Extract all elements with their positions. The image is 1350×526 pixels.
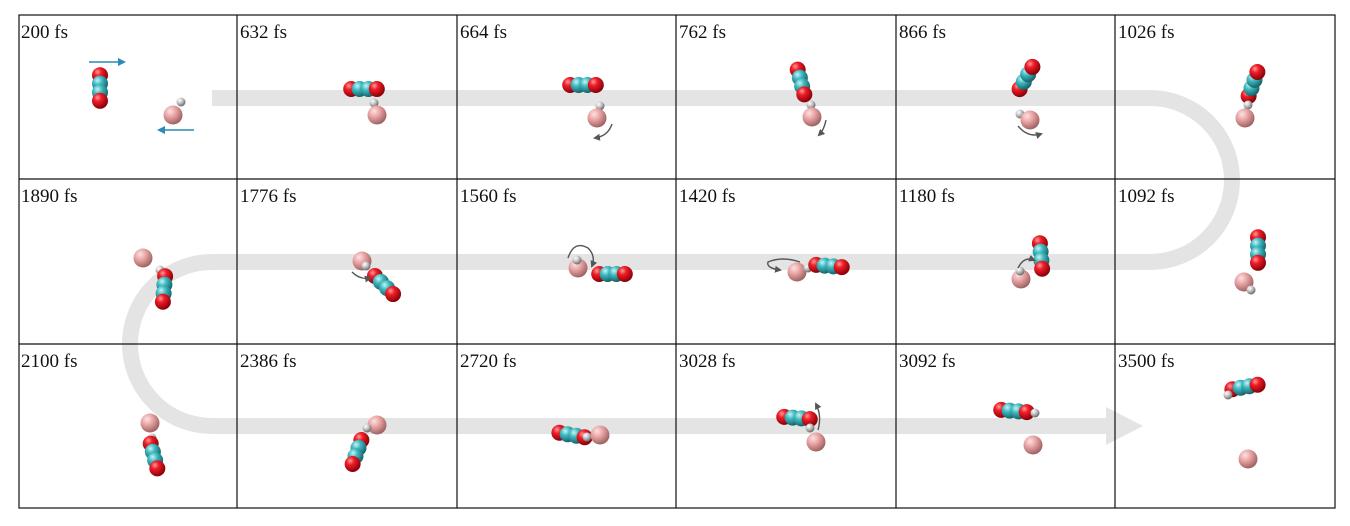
oxygen-atom	[1250, 254, 1266, 271]
pink-atom	[133, 248, 153, 268]
time-label-r3c2: 2386 fs	[240, 351, 297, 372]
time-label-r3c6: 3500 fs	[1118, 351, 1175, 372]
pink-atom	[568, 258, 588, 278]
oxygen-atom	[833, 259, 850, 276]
p1890-molecule	[133, 248, 174, 310]
p2100-molecule	[140, 413, 166, 477]
time-label-r2c1: 1890 fs	[21, 186, 78, 207]
hydrogen-atom	[361, 261, 371, 271]
pink-atom	[802, 107, 822, 127]
oxygen-atom	[368, 81, 385, 97]
molecule-layer	[92, 58, 1266, 477]
motion-arrow-layer	[89, 58, 1043, 431]
hydrogen-atom	[1015, 266, 1025, 276]
time-label-r1c6: 1026 fs	[1118, 22, 1175, 43]
p200-molecule	[92, 67, 186, 125]
time-label-r3c1: 2100 fs	[21, 351, 78, 372]
p1026-molecule	[1235, 63, 1266, 128]
rotation-arrow-762	[817, 119, 827, 137]
pink-atom	[140, 413, 160, 433]
p3028-molecule	[776, 408, 826, 452]
oxygen-atom	[616, 266, 633, 282]
hydrogen-atom	[362, 423, 372, 433]
time-label-r1c4: 762 fs	[679, 22, 726, 43]
hydrogen-atom	[582, 432, 592, 442]
time-label-r3c4: 3028 fs	[679, 351, 736, 372]
hydrogen-atom	[1243, 100, 1253, 110]
rotation-arrow-1560	[567, 244, 598, 268]
p762-molecule	[789, 61, 822, 127]
time-label-r3c5: 3092 fs	[899, 351, 956, 372]
p1180-molecule	[1011, 235, 1051, 289]
time-label-r1c3: 664 fs	[460, 22, 507, 43]
time-label-r2c4: 1420 fs	[679, 186, 736, 207]
rotation-arrow-1180	[1017, 254, 1036, 269]
pink-atom	[367, 105, 387, 125]
hydrogen-atom	[1223, 390, 1233, 400]
hydrogen-atom	[595, 101, 605, 111]
p3500-molecule	[1223, 376, 1266, 469]
hydrogen-atom	[805, 423, 815, 433]
oxygen-atom	[796, 86, 813, 103]
p866-molecule	[1011, 58, 1041, 130]
p2386-molecule	[344, 415, 387, 473]
oxygen-atom	[801, 411, 818, 428]
oxygen-atom	[1249, 376, 1266, 393]
hydrogen-atom	[1246, 285, 1256, 295]
rotation-arrow-866	[1017, 125, 1043, 139]
rotation-arrow-664	[593, 123, 613, 141]
rotation-arrow-3028	[815, 402, 822, 431]
pink-atom	[1023, 435, 1043, 455]
pink-atom	[590, 425, 610, 445]
p1092-molecule	[1234, 229, 1266, 295]
p632-molecule	[343, 81, 387, 125]
trajectory-path-arrow	[122, 90, 1240, 445]
hydrogen-atom	[572, 255, 582, 265]
oxygen-atom	[149, 460, 166, 477]
hydrogen-atom	[176, 97, 186, 107]
p2720-molecule	[551, 424, 610, 446]
pink-atom	[1238, 449, 1258, 469]
oxygen-atom	[1249, 63, 1266, 80]
oxygen-atom	[344, 456, 361, 473]
oxygen-atom	[1034, 260, 1051, 277]
time-label-r2c3: 1560 fs	[460, 186, 517, 207]
pink-atom	[806, 432, 826, 452]
time-label-r1c5: 866 fs	[899, 22, 946, 43]
pink-atom	[163, 105, 183, 125]
rotation-arrow-1420	[767, 258, 801, 273]
time-label-r3c3: 2720 fs	[460, 351, 517, 372]
oxygen-atom	[154, 293, 171, 310]
oxygen-atom	[587, 77, 604, 93]
time-label-r2c5: 1180 fs	[899, 186, 955, 207]
pink-atom	[587, 108, 607, 128]
p3092-molecule	[993, 401, 1043, 455]
oxygen-atom	[385, 286, 402, 303]
hydrogen-atom	[369, 98, 379, 108]
time-label-r1c1: 200 fs	[21, 22, 68, 43]
time-label-r1c2: 632 fs	[240, 22, 287, 43]
oxygen-atom	[92, 92, 108, 109]
pink-atom	[1235, 108, 1255, 128]
time-label-r2c6: 1092 fs	[1118, 186, 1175, 207]
hydrogen-atom	[806, 100, 816, 110]
p1560-molecule	[568, 255, 633, 282]
panel-grid	[18, 14, 1336, 509]
p1420-molecule	[787, 256, 850, 282]
time-label-r2c2: 1776 fs	[240, 186, 297, 207]
pink-atom	[787, 262, 807, 282]
pink-atom	[367, 415, 387, 435]
p664-molecule	[562, 77, 607, 128]
rotation-arrow-1776	[351, 271, 372, 283]
hydrogen-atom	[1030, 408, 1040, 418]
pink-atom	[1011, 269, 1031, 289]
oxygen-atom	[1024, 58, 1041, 75]
pink-atom	[1020, 110, 1040, 130]
oxygen-atom	[1018, 404, 1035, 421]
